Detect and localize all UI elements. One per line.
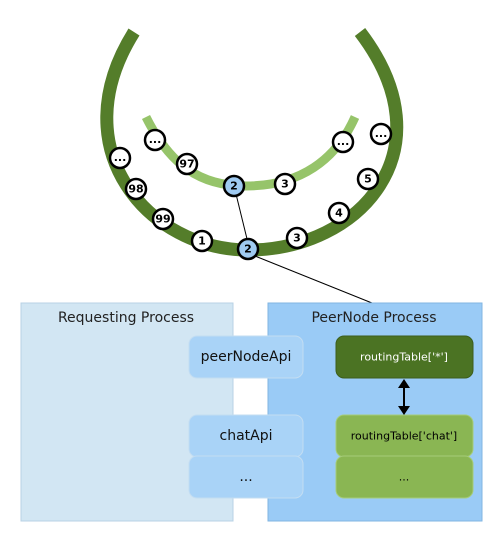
outer-node-4: 4 [327, 201, 351, 225]
routing-table-chat: routingTable['chat'] [335, 414, 474, 458]
outer-node-1: 1 [190, 229, 214, 253]
routing-table-dots: ... [335, 455, 474, 499]
inner-node-97: 97 [175, 152, 199, 176]
svg-text:...: ... [337, 135, 350, 148]
svg-text:2: 2 [244, 243, 252, 256]
outer-node-98: 98 [124, 177, 148, 201]
inner-node-dots-left: ... [143, 128, 167, 152]
svg-text:...: ... [239, 469, 252, 485]
routing-table-star: routingTable['*'] [335, 335, 474, 379]
inner-node-3: 3 [273, 172, 297, 196]
svg-text:97: 97 [179, 158, 194, 171]
outer-node-dots-right: ... [369, 122, 393, 146]
outer-node-5: 5 [356, 167, 380, 191]
outer-node-connector [254, 255, 373, 304]
svg-text:routingTable['*']: routingTable['*'] [360, 351, 448, 364]
svg-text:peerNodeApi: peerNodeApi [201, 349, 292, 365]
svg-text:...: ... [375, 127, 388, 140]
svg-text:...: ... [114, 151, 127, 164]
svg-text:routingTable['chat']: routingTable['chat'] [351, 430, 457, 443]
svg-text:98: 98 [128, 183, 143, 196]
pill-chatApi: chatApi [188, 414, 304, 458]
svg-text:chatApi: chatApi [220, 428, 273, 444]
svg-text:2: 2 [230, 180, 238, 193]
requesting-process-title: Requesting Process [58, 310, 194, 326]
inner-node-2-highlighted: 2 [222, 174, 246, 198]
svg-text:3: 3 [281, 178, 289, 191]
svg-text:99: 99 [155, 213, 170, 226]
outer-node-3: 3 [285, 226, 309, 250]
outer-node-99: 99 [151, 207, 175, 231]
pill-peerNodeApi: peerNodeApi [188, 335, 304, 379]
svg-text:...: ... [399, 471, 410, 484]
svg-text:5: 5 [364, 173, 372, 186]
inner-node-connector [235, 193, 249, 244]
svg-text:1: 1 [198, 235, 206, 248]
outer-node-dots-left: ... [108, 146, 132, 170]
outer-node-2-highlighted: 2 [236, 237, 260, 261]
svg-text:3: 3 [293, 232, 301, 245]
inner-ring-arc [141, 114, 360, 191]
pill-dots: ... [188, 455, 304, 499]
svg-text:4: 4 [335, 207, 343, 220]
peernode-process-title: PeerNode Process [311, 310, 436, 326]
bidirectional-arrow-icon [398, 379, 410, 415]
inner-node-dots-right: ... [331, 130, 355, 154]
svg-text:...: ... [149, 133, 162, 146]
